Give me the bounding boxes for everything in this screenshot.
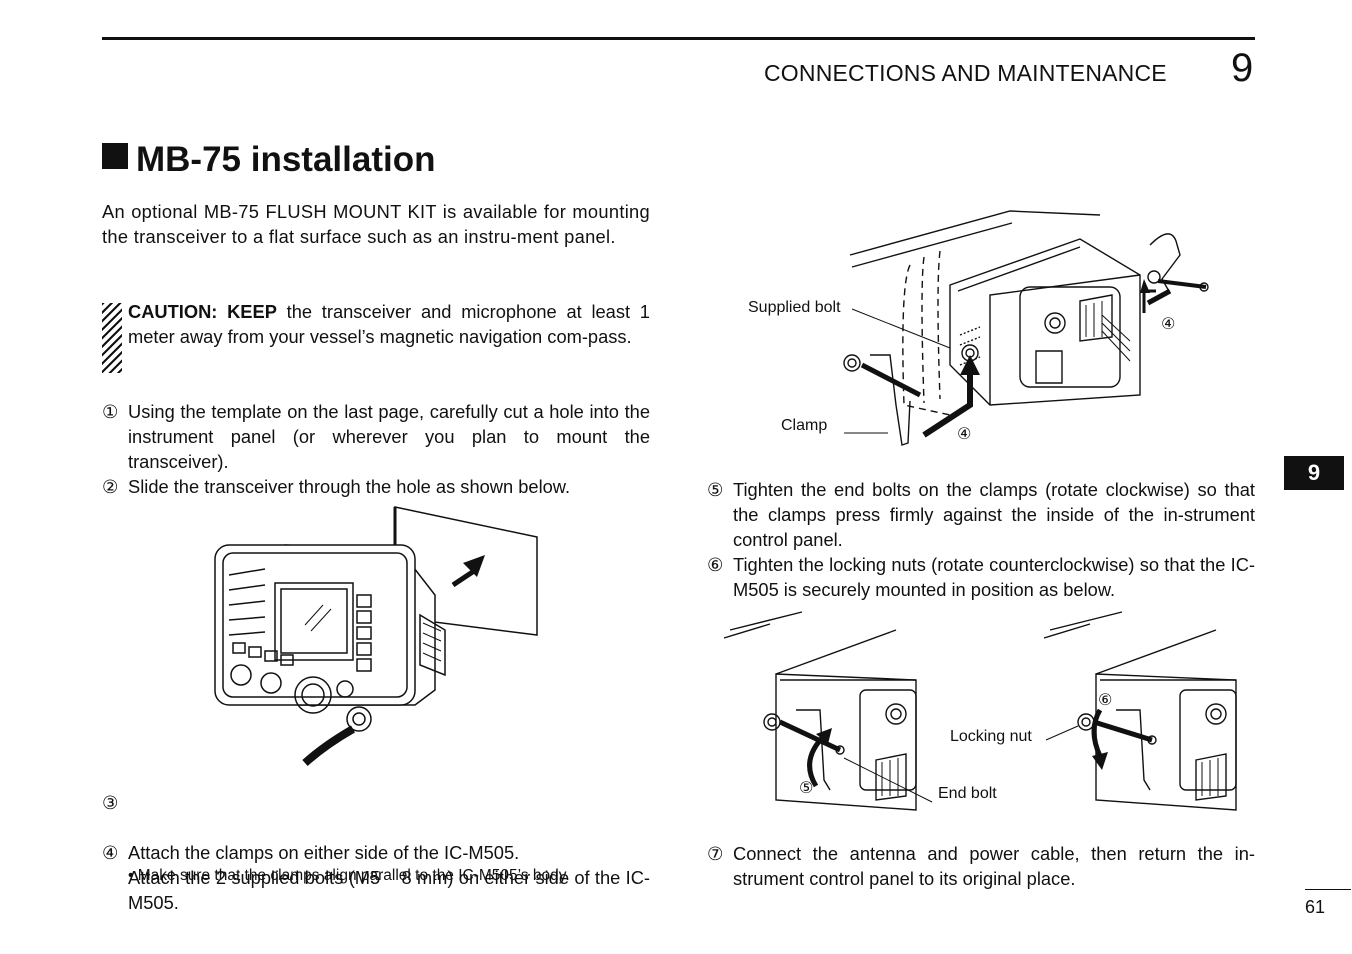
intro-paragraph: An optional MB-75 FLUSH MOUNT KIT is ava… [102, 201, 650, 247]
step-text: Using the template on the last page, car… [128, 401, 650, 472]
step-4-note: • Make sure that the clamps align parall… [128, 867, 570, 884]
label-marker-6: ⑥ [1098, 692, 1113, 709]
caution-label: CAUTION: KEEP [128, 301, 277, 322]
step-4: ④ Attach the clamps on either side of th… [102, 840, 650, 865]
header-rule [102, 37, 1255, 40]
end-bolt-illustration [723, 611, 933, 811]
step-number: ⑤ [707, 479, 724, 500]
locking-nut-illustration [1043, 611, 1237, 811]
clamp-attach-illustration [843, 210, 1209, 446]
step-2: ② Slide the transceiver through the hole… [102, 474, 650, 499]
label-clamp: Clamp [781, 417, 828, 434]
page-heading-text: MB-75 installation [136, 140, 436, 179]
label-marker-4-top: ④ [1161, 316, 1176, 333]
step-text: Tighten the end bolts on the clamps (rot… [733, 479, 1255, 550]
label-end-bolt: End bolt [938, 785, 997, 802]
step-number: ② [102, 476, 119, 497]
step-text: Tighten the locking nuts (rotate counter… [733, 554, 1255, 600]
square-bullet-icon [102, 143, 128, 169]
page-heading: MB-75 installation [102, 140, 435, 180]
section-title: CONNECTIONS AND MAINTENANCE [764, 60, 1167, 86]
step-7: ⑦ Connect the antenna and power cable, t… [707, 841, 1255, 891]
label-marker-5: ⑤ [799, 780, 814, 797]
step-number: ⑥ [707, 554, 724, 575]
page-number-rule [1305, 889, 1351, 890]
step-text: Connect the antenna and power cable, the… [733, 843, 1255, 889]
label-locking-nut: Locking nut [950, 728, 1032, 745]
step-text: Attach the 2 supplied bolts (M5 8 mm) on… [128, 867, 650, 913]
label-marker-4-bottom: ④ [957, 426, 972, 443]
transceiver-slide-illustration [214, 506, 538, 766]
caution-hatch-icon [102, 303, 122, 373]
section-number: 9 [1231, 46, 1254, 90]
step-number: ④ [102, 842, 119, 863]
step-5: ⑤ Tighten the end bolts on the clamps (r… [707, 477, 1255, 552]
label-supplied-bolt: Supplied bolt [748, 299, 841, 316]
step-number: ⑦ [707, 843, 724, 864]
caution-text: the transceiver and microphone at least … [128, 301, 650, 347]
step-3: ③ Attach the 2 supplied bolts (M5 8 mm) … [102, 790, 650, 940]
step-number: ③ [102, 792, 119, 813]
step-text: Attach the clamps on either side of the … [128, 842, 520, 863]
step-text: Slide the transceiver through the hole a… [128, 476, 571, 497]
page-number: 61 [1305, 897, 1326, 917]
step-6: ⑥ Tighten the locking nuts (rotate count… [707, 552, 1255, 602]
section-side-tab[interactable]: 9 [1284, 456, 1344, 490]
step-number: ① [102, 401, 119, 422]
caution-block: CAUTION: KEEP the transceiver and microp… [102, 299, 650, 373]
step-1: ① Using the template on the last page, c… [102, 399, 650, 474]
